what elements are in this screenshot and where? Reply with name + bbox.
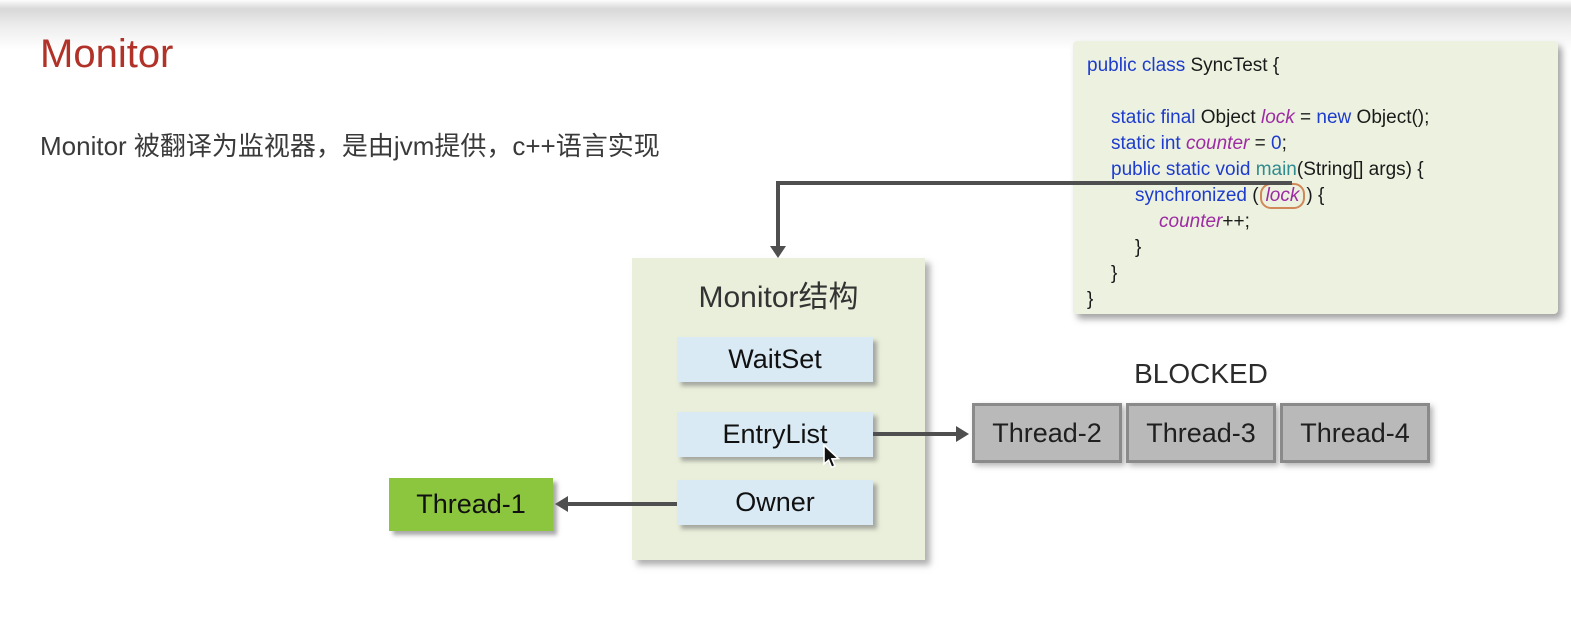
code-line: static int counter = 0; <box>1087 131 1558 157</box>
code-token: counter <box>1159 211 1223 232</box>
code-panel: public class SyncTest { static final Obj… <box>1073 41 1558 314</box>
code-line <box>1087 79 1558 105</box>
arrowhead-right-icon <box>956 426 969 442</box>
code-line: counter++; <box>1087 209 1558 235</box>
arrow-owner-line <box>567 502 677 506</box>
page-subtitle: Monitor 被翻译为监视器，是由jvm提供，c++语言实现 <box>40 131 660 161</box>
connector-vertical-segment <box>776 181 780 247</box>
code-token: } <box>1111 263 1118 284</box>
code-line: public static void main(String[] args) { <box>1087 157 1558 183</box>
code-token: main <box>1255 159 1297 180</box>
code-token: (String[] args) { <box>1296 159 1424 180</box>
lock-highlighted-token: lock <box>1259 183 1306 209</box>
code-token: = <box>1249 133 1272 154</box>
code-token: new <box>1316 107 1352 128</box>
code-token: = <box>1294 107 1317 128</box>
blocked-label: BLOCKED <box>1134 358 1268 389</box>
monitor-structure-panel: Monitor结构 WaitSet EntryList Owner <box>632 258 925 560</box>
arrowhead-left-icon <box>555 496 568 512</box>
code-token: ) { <box>1306 185 1325 206</box>
entrylist-box: EntryList <box>677 412 873 457</box>
thread-3-box: Thread-3 <box>1126 403 1276 463</box>
code-line: } <box>1087 287 1558 313</box>
thread-1-box: Thread-1 <box>389 478 553 531</box>
code-token: Object(); <box>1351 107 1430 128</box>
code-line: synchronized (lock) { <box>1087 183 1558 209</box>
code-token: ; <box>1281 133 1287 154</box>
code-token: ++; <box>1222 211 1250 232</box>
thread-4-box: Thread-4 <box>1280 403 1430 463</box>
page-title: Monitor <box>40 32 174 76</box>
owner-box: Owner <box>677 480 873 525</box>
thread-2-box: Thread-2 <box>972 403 1122 463</box>
code-token: SyncTest { <box>1190 55 1280 76</box>
code-line: } <box>1087 261 1558 287</box>
code-token: 0 <box>1271 133 1282 154</box>
blocked-thread-group: Thread-2 Thread-3 Thread-4 <box>972 403 1430 463</box>
code-line: } <box>1087 235 1558 261</box>
code-token: ( <box>1252 185 1259 206</box>
code-token: } <box>1087 289 1094 310</box>
connector-horizontal-segment <box>776 181 1292 185</box>
code-token: synchronized <box>1135 185 1253 206</box>
mouse-cursor-icon <box>823 444 841 469</box>
code-token: static final <box>1111 107 1201 128</box>
code-token: public class <box>1087 55 1191 76</box>
arrow-entrylist-line <box>873 432 958 436</box>
code-token: static int <box>1111 133 1186 154</box>
monitor-structure-title: Monitor结构 <box>698 281 859 314</box>
waitset-box: WaitSet <box>677 337 873 382</box>
arrowhead-down-icon <box>770 246 786 258</box>
code-line: public class SyncTest { <box>1087 53 1558 79</box>
code-token: public static void <box>1111 159 1256 180</box>
code-token: counter <box>1185 133 1250 154</box>
code-lines: public class SyncTest { static final Obj… <box>1073 41 1558 313</box>
code-token: lock <box>1260 107 1295 128</box>
code-line: static final Object lock = new Object(); <box>1087 105 1558 131</box>
code-token: } <box>1135 237 1142 258</box>
code-token: Object <box>1200 107 1261 128</box>
